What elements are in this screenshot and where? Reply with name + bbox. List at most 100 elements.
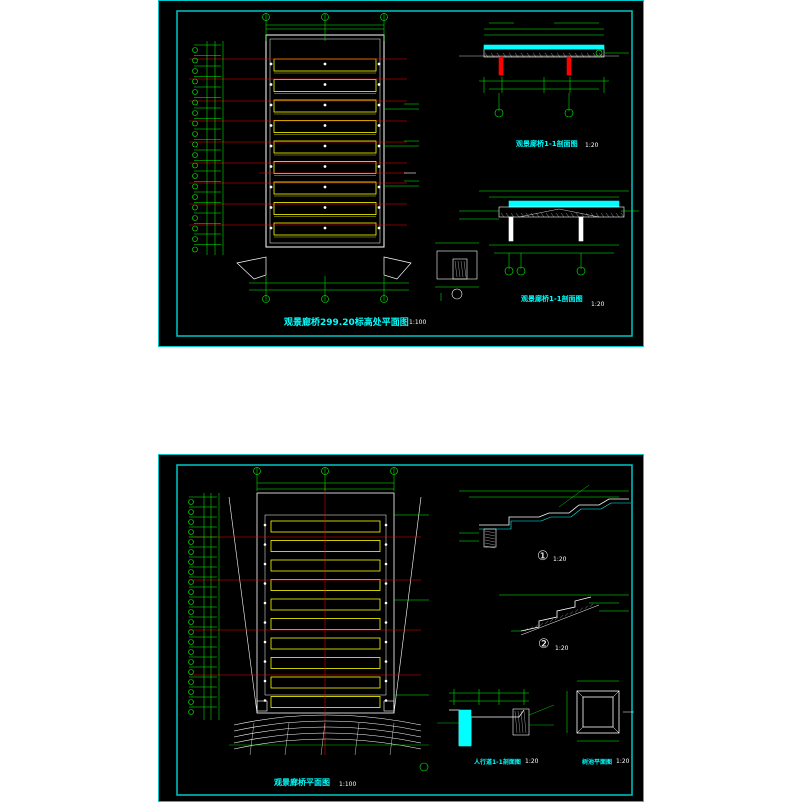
hatch <box>517 710 521 734</box>
axis-bubble <box>188 639 194 645</box>
leader-line <box>528 704 555 716</box>
hatch <box>457 260 461 278</box>
step-curve <box>233 726 422 738</box>
axis-bubble <box>380 295 388 303</box>
axis-bubble <box>504 266 514 276</box>
column-dot <box>263 621 267 624</box>
deck-panel <box>273 99 377 113</box>
sidewalk-section-title: 人行道1-1剖面图 <box>474 759 521 766</box>
hatch <box>484 530 496 534</box>
axis-bubble <box>188 699 194 705</box>
column-dot <box>323 165 327 168</box>
axis-bubble <box>321 13 329 21</box>
column-dot <box>384 562 388 566</box>
axis-bubble <box>494 108 504 118</box>
hatch <box>556 52 561 58</box>
axis-bubble <box>321 467 329 475</box>
hatch <box>574 609 579 613</box>
bridge-edge <box>393 496 422 714</box>
axis-bubble <box>188 509 194 515</box>
column-dot <box>269 62 273 66</box>
column-dot <box>377 206 381 209</box>
pier-left <box>508 216 514 242</box>
tree-pit-plan-scale: 1:20 <box>616 758 630 765</box>
hatch <box>544 620 549 624</box>
axis-bubble <box>188 539 194 545</box>
bridge-outline <box>256 492 395 714</box>
plan-299-20-title: 观景廊桥299.20标高处平面图 <box>284 318 409 328</box>
hatch <box>460 260 464 278</box>
step-curve <box>233 738 422 750</box>
step-divider <box>284 722 290 756</box>
hatch <box>500 212 505 218</box>
hatch <box>526 52 531 58</box>
hatch <box>554 616 559 621</box>
deck-panel <box>273 181 377 195</box>
axis-bubble <box>564 108 574 118</box>
deck-panel <box>270 676 381 689</box>
axis-bubble <box>576 266 586 276</box>
column-dot <box>377 165 381 168</box>
column-dot <box>377 144 381 148</box>
column-dot <box>323 103 327 107</box>
hatch <box>569 611 574 615</box>
axis-bubble <box>188 669 194 675</box>
column-dot <box>384 543 388 546</box>
axis-bubble <box>380 13 388 21</box>
section-b-scale: 1:20 <box>591 301 605 308</box>
hatch <box>484 539 496 543</box>
hatch <box>564 613 569 617</box>
section-a-drawing <box>459 22 629 118</box>
deck-panel <box>270 657 381 669</box>
sheet-bottom-drawing <box>176 464 634 796</box>
pit-block <box>512 708 530 736</box>
hatch <box>562 52 567 58</box>
column-dot <box>384 523 388 527</box>
deck-surface <box>508 200 620 208</box>
deck-panel <box>270 637 381 650</box>
axis-bubble <box>192 78 198 85</box>
deck-panel <box>270 618 381 630</box>
bridge-plan-drawing <box>188 467 429 772</box>
curb-block <box>458 709 472 747</box>
pier-right <box>578 216 584 242</box>
axis-bubble <box>192 173 198 179</box>
hatch <box>580 52 585 58</box>
hatch <box>565 212 570 218</box>
hatch <box>584 605 589 609</box>
hatch <box>600 212 605 218</box>
tree-pit-plan-title: 树池平面图 <box>582 759 613 766</box>
column-dot <box>377 185 381 189</box>
detail-outline <box>436 250 478 280</box>
corner-block <box>256 700 268 712</box>
column-dot <box>269 83 273 86</box>
column-dot <box>377 62 381 66</box>
hatch <box>515 212 520 218</box>
stair-profile <box>520 596 592 632</box>
column-dot <box>269 144 273 148</box>
hatch <box>560 212 565 218</box>
column-dot <box>269 124 273 127</box>
step-curve <box>233 720 422 732</box>
deck-panel <box>273 202 377 215</box>
deck-panel <box>270 579 381 591</box>
hatch <box>620 212 625 218</box>
hatch <box>532 52 537 58</box>
axis-bubble <box>188 689 194 695</box>
hatch <box>598 52 603 58</box>
axis-bubble <box>192 152 198 158</box>
column-dot <box>263 562 267 566</box>
hatch <box>610 212 615 218</box>
hatch <box>544 52 549 58</box>
deck-panel <box>273 140 377 154</box>
step-profile-inner <box>479 502 631 530</box>
deck-panel <box>273 79 377 92</box>
axis-bubble <box>321 295 329 303</box>
deck-panel <box>270 598 381 611</box>
axis-bubble <box>192 194 198 200</box>
column-dot <box>384 660 388 663</box>
hatch <box>520 710 524 734</box>
hatch <box>496 52 501 58</box>
column-dot <box>323 83 327 86</box>
axis-bubble <box>188 619 194 625</box>
